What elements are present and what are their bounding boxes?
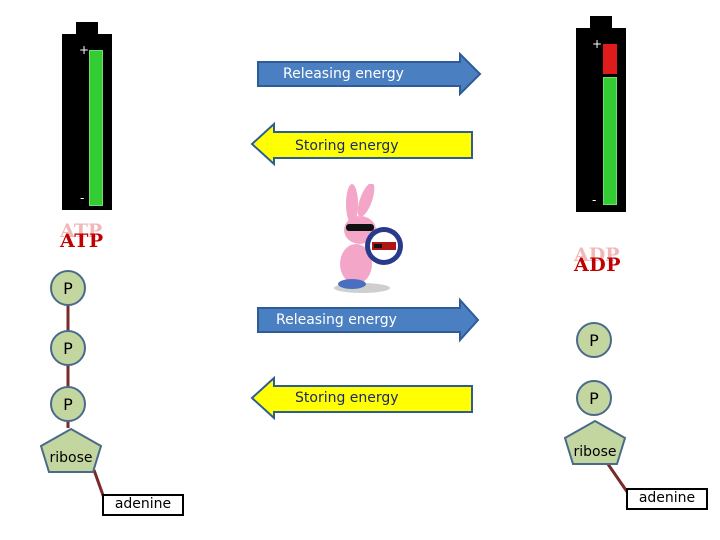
- adp-adenine-box: adenine: [626, 488, 708, 510]
- adp-title-shadow: ADP: [574, 244, 620, 266]
- atp-phosphate-2: P: [50, 330, 86, 366]
- battery-terminal: [76, 22, 98, 36]
- bottom-store-label: Storing energy: [295, 390, 399, 406]
- pink-bunny-mascot-icon: [334, 184, 403, 293]
- adp-ribose-label: ribose: [573, 444, 617, 460]
- top-store-arrow: [250, 121, 473, 167]
- battery-terminal: [590, 16, 612, 30]
- bottom-store-arrow: [250, 375, 473, 421]
- atp-title: ATP: [60, 230, 104, 252]
- atp-phosphate-1: P: [50, 270, 86, 306]
- adp-battery: + -: [576, 16, 626, 212]
- battery-plus-sign: +: [592, 37, 603, 51]
- adp-title: ADP: [574, 254, 622, 276]
- battery-minus-sign: -: [80, 191, 85, 205]
- adp-phosphate-1: P: [576, 322, 612, 358]
- atp-phosphate-3: P: [50, 386, 86, 422]
- atp-battery: + -: [62, 22, 112, 210]
- atp-ribose-label: ribose: [49, 450, 93, 466]
- adp-ribose-pentagon: [563, 419, 627, 465]
- battery-minus-sign: -: [592, 193, 597, 207]
- bottom-release-label: Releasing energy: [276, 312, 397, 328]
- top-store-label: Storing energy: [295, 138, 399, 154]
- battery-charge-level: [603, 77, 617, 205]
- atp-ribose-pentagon: [39, 427, 103, 473]
- adp-phosphate-2: P: [576, 380, 612, 416]
- bottom-release-arrow: [257, 297, 480, 343]
- top-release-arrow: [257, 51, 482, 97]
- battery-charge-level: [89, 50, 103, 206]
- top-release-label: Releasing energy: [283, 66, 404, 82]
- atp-adenine-box: adenine: [102, 494, 184, 516]
- battery-red-segment: [603, 44, 617, 74]
- atp-title-shadow: ATP: [60, 220, 103, 242]
- battery-plus-sign: +: [79, 43, 90, 57]
